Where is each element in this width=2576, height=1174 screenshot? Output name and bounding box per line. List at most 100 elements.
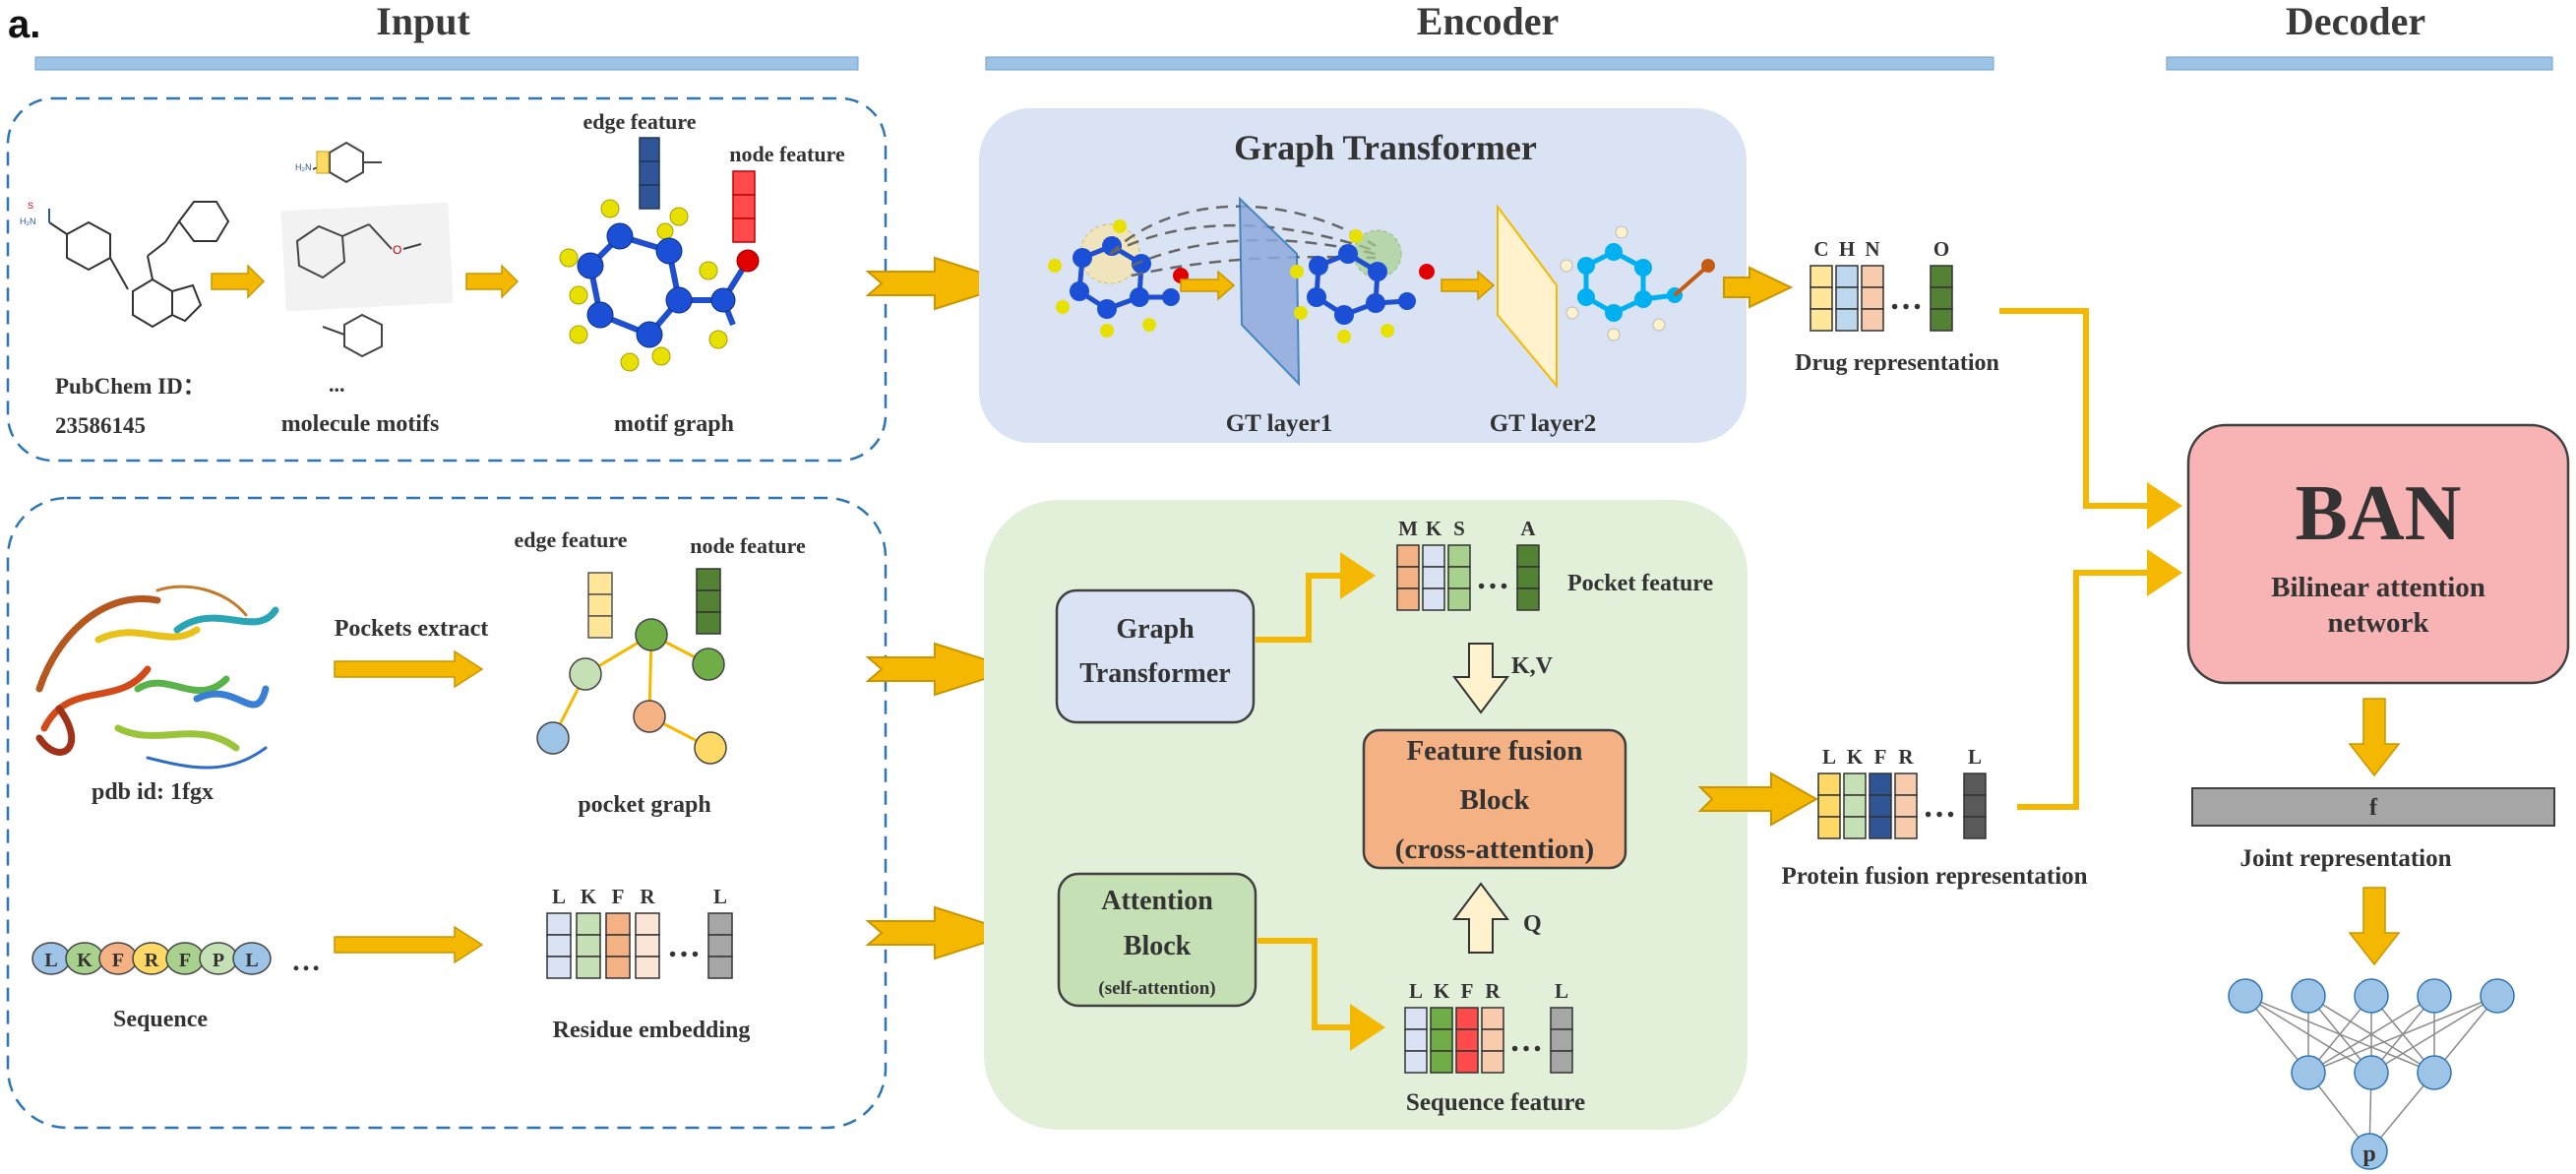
pocket-cell bbox=[1516, 587, 1540, 611]
arrow-protein-to-ban bbox=[2017, 549, 2182, 810]
drug-rep-cell bbox=[1930, 286, 1953, 310]
drug-rep-cell bbox=[1809, 286, 1833, 310]
arrow-attn-to-seq bbox=[1257, 938, 1385, 1051]
joint-representation-bar bbox=[2191, 787, 2555, 827]
pocket-cell bbox=[1396, 544, 1420, 568]
seq-cell bbox=[1481, 1007, 1504, 1030]
sequence-residue-letter: K bbox=[77, 950, 92, 971]
arrow-gt-mol1 bbox=[1180, 270, 1236, 301]
sequence-residue-letter: L bbox=[245, 950, 258, 971]
sequence-label: Sequence bbox=[113, 1007, 208, 1032]
fusion-token-label: K bbox=[1847, 745, 1864, 769]
mlp-output-node bbox=[2351, 1133, 2388, 1170]
residue-token-label: L bbox=[552, 885, 566, 908]
arrow-pockets-extract bbox=[334, 649, 484, 689]
residue-cell bbox=[707, 934, 733, 958]
drug-rep-ellipsis: … bbox=[1889, 280, 1923, 317]
mlp-network bbox=[2228, 978, 2515, 1170]
motif-graph-molecule bbox=[559, 199, 760, 372]
sequence-feature-label: Sequence feature bbox=[1406, 1089, 1585, 1116]
attn-line1: Attention bbox=[1101, 886, 1213, 916]
pocket-cell bbox=[1396, 587, 1420, 611]
residue-embedding-label: Residue embedding bbox=[553, 1018, 751, 1043]
drug-rep-cell bbox=[1861, 286, 1884, 310]
pocket-token-label: M bbox=[1398, 517, 1418, 540]
fusion-token-label: L bbox=[1822, 745, 1836, 769]
mlp-node bbox=[2291, 978, 2326, 1014]
arrow-to-drug-rep bbox=[1723, 266, 1794, 309]
fusion-cell bbox=[1963, 816, 1987, 839]
fusion-line2: Block bbox=[1460, 784, 1531, 816]
seq-cell bbox=[1404, 1028, 1428, 1052]
fusion-cell bbox=[1894, 816, 1918, 839]
drug-rep-cell bbox=[1835, 308, 1859, 332]
drug-rep-token-label: O bbox=[1933, 237, 1949, 261]
panel-letter: a. bbox=[8, 3, 40, 46]
pocket-cell bbox=[1447, 587, 1471, 611]
seq-cell bbox=[1550, 1050, 1573, 1074]
pocket-edge-feature-vector bbox=[587, 572, 613, 639]
fusion-cell bbox=[1869, 772, 1892, 796]
pocket-node-feature-vector bbox=[696, 568, 721, 635]
drug-node-feature-label: node feature bbox=[729, 142, 845, 166]
pocket-cell bbox=[1422, 544, 1445, 568]
drug-rep-cell bbox=[1835, 286, 1859, 310]
amine-mark: H₂N bbox=[20, 216, 36, 226]
arrow-motifs-to-graph bbox=[465, 264, 520, 299]
drug-rep-cell bbox=[1809, 308, 1833, 332]
drug-node-feature-vector bbox=[732, 170, 756, 243]
pubchem-label: PubChem ID： bbox=[55, 374, 206, 399]
molecule-motifs-drawing: H₂N O bbox=[280, 141, 454, 358]
seq-cell bbox=[1481, 1050, 1504, 1074]
drug-rep-cell bbox=[1861, 265, 1884, 288]
arrow-smiles-to-motifs bbox=[211, 264, 266, 299]
drug-rep-cell bbox=[1835, 265, 1859, 288]
fusion-token-label: L bbox=[1968, 745, 1982, 769]
gt-layer1-plane bbox=[1238, 196, 1301, 387]
residue-cell bbox=[605, 912, 631, 936]
mlp-edge bbox=[2307, 995, 2435, 1074]
attn-line3: (self-attention) bbox=[1098, 978, 1215, 999]
residue-token-label: R bbox=[640, 885, 655, 908]
kv-arrow bbox=[1452, 643, 1509, 714]
pdb-label: pdb id: 1fgx bbox=[92, 779, 214, 805]
graph-transformer-box bbox=[1055, 588, 1256, 724]
pocket-cell bbox=[1516, 566, 1540, 589]
fusion-cell bbox=[1843, 772, 1867, 796]
fusion-cell bbox=[1817, 772, 1841, 796]
fusion-cell bbox=[1963, 794, 1987, 818]
residue-cell bbox=[635, 912, 660, 936]
ban-line2: network bbox=[2327, 607, 2429, 639]
residue-cell bbox=[546, 934, 572, 958]
pocket-cell bbox=[1396, 566, 1420, 589]
seq-token-label: L bbox=[1555, 979, 1568, 1003]
residue-cell bbox=[546, 912, 572, 936]
fusion-cell bbox=[1963, 772, 1987, 796]
gt-box-line1: Graph bbox=[1116, 614, 1195, 645]
seq-cell bbox=[1550, 1028, 1573, 1052]
sulfonyl-mark: S bbox=[28, 201, 33, 211]
pocket-cell bbox=[1447, 544, 1471, 568]
seq-cell bbox=[1455, 1050, 1479, 1074]
drug-rep-token-label: H bbox=[1839, 237, 1855, 261]
seq-cell bbox=[1455, 1028, 1479, 1052]
pocket-cell bbox=[1516, 544, 1540, 568]
seq-cell bbox=[1430, 1028, 1453, 1052]
drug-input-panel bbox=[6, 96, 888, 463]
seq-ellipsis: … bbox=[1509, 1022, 1543, 1059]
arrow-gt-mol2 bbox=[1441, 270, 1496, 301]
pocket-feature-label: Pocket feature bbox=[1567, 571, 1714, 596]
arrow-drug-input-to-encoder bbox=[865, 256, 1019, 311]
residue-cell bbox=[605, 956, 631, 979]
residue-cell bbox=[635, 934, 660, 958]
drug-rep-token-label: C bbox=[1813, 237, 1828, 261]
arrow-joint-to-mlp bbox=[2348, 887, 2401, 966]
seq-cell bbox=[1404, 1007, 1428, 1030]
fusion-cell bbox=[1843, 794, 1867, 818]
fusion-cell bbox=[1894, 794, 1918, 818]
seq-cell bbox=[1404, 1050, 1428, 1074]
mlp-node bbox=[2480, 978, 2515, 1014]
